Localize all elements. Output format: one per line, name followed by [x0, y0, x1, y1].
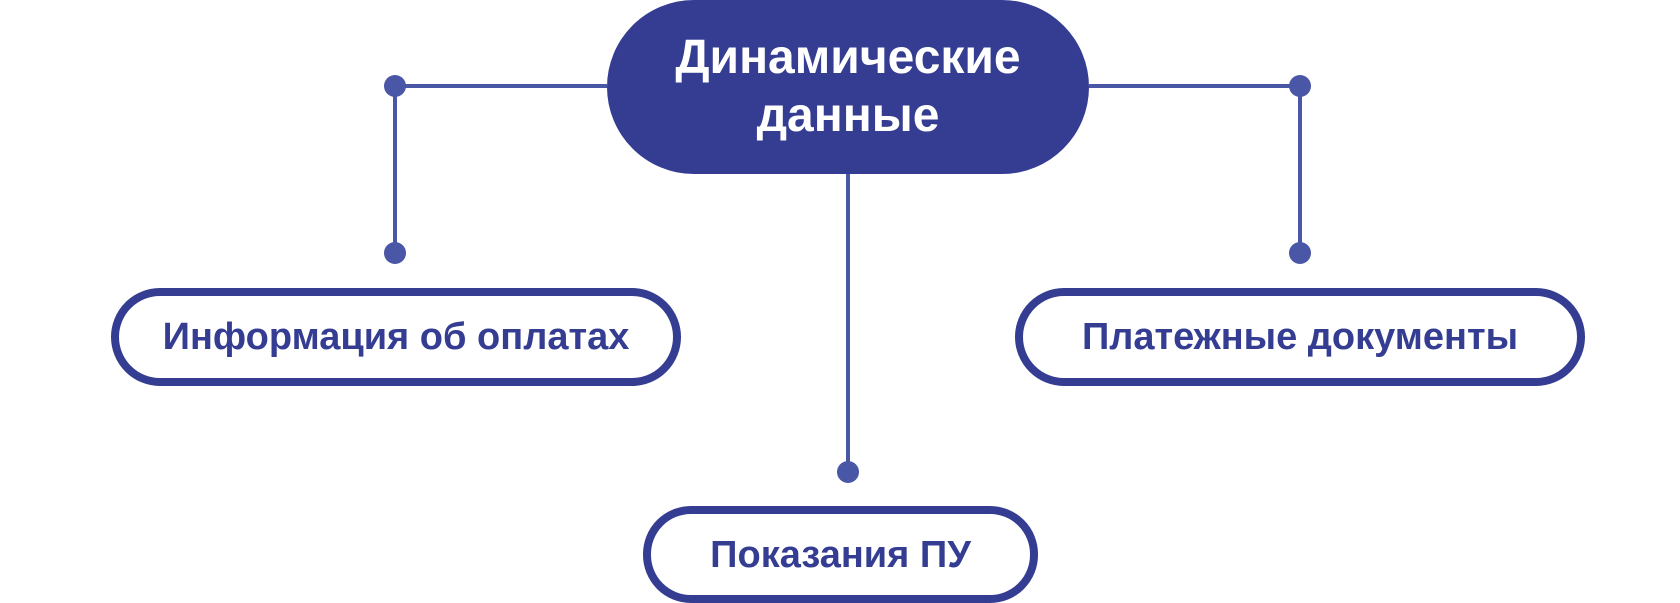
root-node-label: Динамические данные	[675, 31, 1021, 142]
connector-left-dot-bottom	[384, 242, 406, 264]
child-node-payment-documents: Платежные документы	[1015, 288, 1585, 386]
child-node-payments-info-label: Информация об оплатах	[162, 316, 630, 358]
connector-right-dot-bottom	[1289, 242, 1311, 264]
child-node-meter-readings: Показания ПУ	[643, 506, 1038, 603]
connector-left-dot-top	[384, 75, 406, 97]
root-node: Динамические данные	[607, 0, 1089, 174]
child-node-payment-documents-label: Платежные документы	[1081, 316, 1519, 358]
child-node-meter-readings-label: Показания ПУ	[710, 533, 971, 576]
connector-center-dot-bottom	[837, 461, 859, 483]
connector-right-dot-top	[1289, 75, 1311, 97]
child-node-payments-info: Информация об оплатах	[111, 288, 681, 386]
